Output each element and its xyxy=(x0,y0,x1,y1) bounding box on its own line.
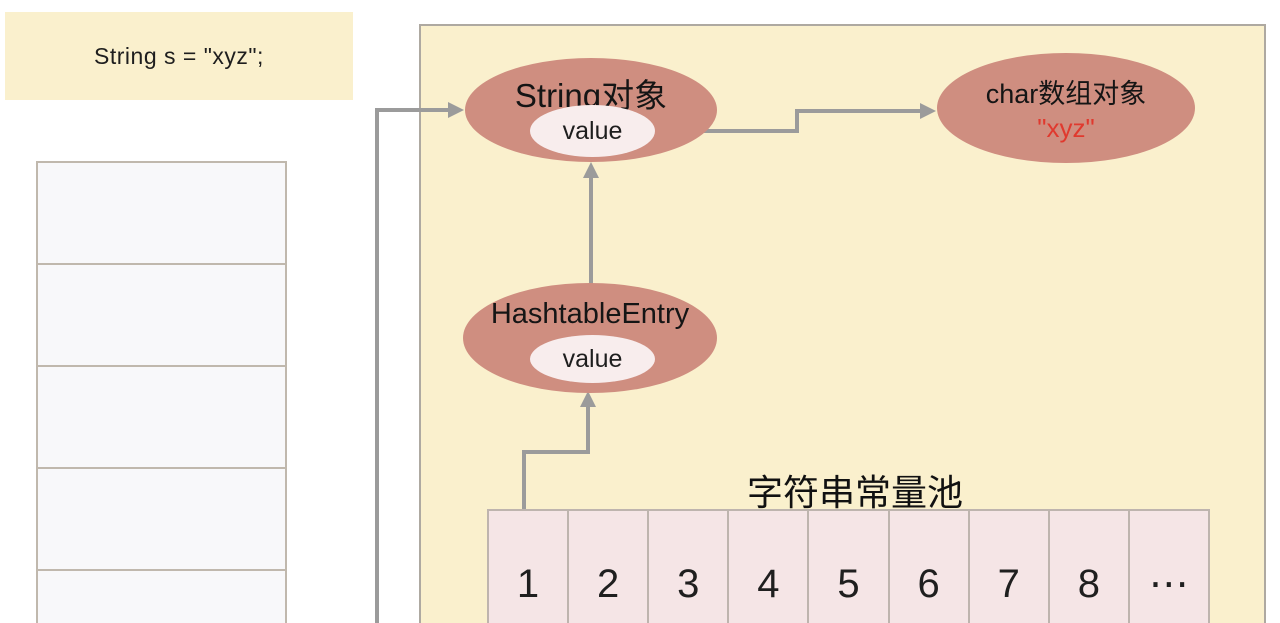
pool-cell: 7 xyxy=(967,509,1050,623)
char-array-label: char数组对象 xyxy=(985,79,1147,109)
pool-cell: ⋯ xyxy=(1127,509,1210,623)
hashtable-entry-value-field: value xyxy=(530,335,655,383)
stack-slot xyxy=(36,365,287,469)
stack-slot xyxy=(36,161,287,265)
code-snippet-box: String s = "xyz"; xyxy=(5,12,353,100)
pool-cell: 2 xyxy=(567,509,650,623)
pool-cell: 1 xyxy=(487,509,570,623)
value-field-label: value xyxy=(562,116,623,145)
pool-title: 字符串常量池 xyxy=(746,472,963,513)
value-field-label: value xyxy=(562,344,623,373)
pool-cell: 8 xyxy=(1047,509,1130,623)
code-snippet-text: String s = "xyz"; xyxy=(94,42,264,69)
stack-slot xyxy=(36,467,287,571)
string-object-value-field: value xyxy=(530,105,655,157)
stack-slot xyxy=(36,263,287,367)
pool-cell: 4 xyxy=(727,509,810,623)
pool-cell: 3 xyxy=(647,509,730,623)
stack-frame xyxy=(36,161,287,623)
pool-cell: 6 xyxy=(887,509,970,623)
char-array-node: char数组对象 "xyz" xyxy=(937,53,1195,163)
char-array-value: "xyz" xyxy=(1037,113,1095,143)
pool-cell: 5 xyxy=(807,509,890,623)
hashtable-entry-label: HashtableEntry xyxy=(490,298,690,330)
hashtable-entry-node: HashtableEntry value xyxy=(463,283,717,393)
stack-slot xyxy=(36,569,287,623)
string-object-node: String对象 value xyxy=(465,58,717,162)
